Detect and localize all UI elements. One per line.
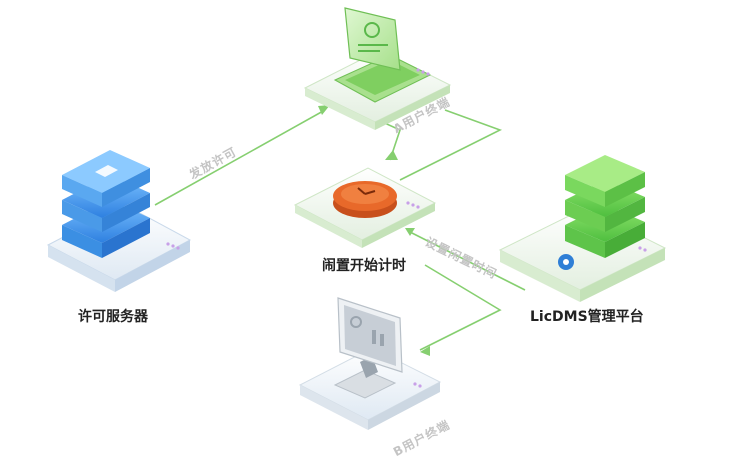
laptop-screen-line-2 — [358, 50, 380, 52]
licdms-led-1 — [638, 246, 642, 250]
desktop-screen-bar-2 — [380, 334, 384, 346]
arrow-to-timer — [385, 150, 398, 160]
server-led-2 — [171, 244, 175, 248]
laptop-keyboard — [345, 60, 420, 95]
licdms-led-2 — [643, 248, 647, 252]
timer-platform-side-left — [295, 205, 362, 248]
licdms-platform-side-right — [580, 248, 665, 302]
license-server-label: 许可服务器 — [78, 309, 148, 325]
edge-user-a-return — [399, 109, 503, 181]
licdms-layer-3-side — [565, 225, 605, 258]
licdms-layer-2-side2 — [605, 197, 645, 232]
timer-led-3 — [416, 205, 420, 209]
laptop-platform-side-right — [375, 85, 450, 130]
gear-icon-center — [563, 259, 569, 265]
desktop-platform-side-left — [300, 385, 368, 430]
server-platform-side-right — [115, 240, 190, 292]
edge-set-idle — [409, 231, 526, 291]
server-led-1 — [166, 242, 170, 246]
timer-led-2 — [411, 203, 415, 207]
server-layer-2-side2 — [102, 193, 150, 232]
licdms-layer-1 — [565, 155, 645, 192]
timer-hand-1 — [357, 187, 366, 195]
desktop-keyboard — [333, 369, 397, 399]
server-layer-1-side — [62, 175, 102, 207]
timer-hand-2 — [364, 190, 376, 195]
arrow-heads — [318, 105, 430, 356]
laptop-led-1 — [416, 68, 420, 72]
licdms-node — [498, 155, 667, 302]
laptop-screen-line-1 — [358, 44, 388, 46]
arrow-to-laptop — [318, 105, 330, 115]
licdms-layer-1-side — [565, 175, 605, 207]
server-layer-3-side — [62, 225, 102, 258]
licdms-label: LicDMS管理平台 — [530, 309, 644, 325]
edge-issue-license — [154, 109, 326, 206]
timer-node — [293, 167, 437, 248]
arrow-to-timer-from-licdms — [405, 228, 415, 236]
laptop-led-3 — [426, 72, 430, 76]
timer-label: 闹置开始计时 — [322, 258, 406, 274]
edge-user-b — [419, 264, 502, 351]
desktop-screen-bar-1 — [372, 330, 376, 344]
desktop-screen-chart — [350, 316, 362, 328]
desktop-node — [298, 297, 442, 430]
timer-platform-side-right — [362, 203, 435, 248]
license-server-node — [46, 150, 192, 292]
licdms-layer-2-side — [565, 200, 605, 232]
desktop-screen — [344, 305, 396, 366]
server-document-icon — [95, 165, 118, 177]
desktop-platform-side-right — [368, 382, 440, 430]
laptop-platform-side-left — [305, 88, 375, 130]
server-layer-3-side2 — [102, 218, 150, 258]
server-led-3 — [176, 246, 180, 250]
server-layer-2-side — [62, 200, 102, 232]
server-layer-1-side2 — [102, 168, 150, 207]
licdms-platform-side-left — [500, 250, 580, 302]
desktop-led-2 — [418, 384, 422, 388]
laptop-led-2 — [421, 70, 425, 74]
desktop-led-1 — [413, 382, 417, 386]
laptop-screen — [344, 7, 401, 71]
licdms-layer-3-side2 — [605, 222, 645, 258]
arrow-to-desktop — [420, 346, 430, 356]
licdms-layer-1-side2 — [605, 172, 645, 207]
laptop-node — [303, 7, 452, 130]
laptop-screen-chart — [364, 22, 380, 38]
timer-led-1 — [406, 201, 410, 205]
server-platform-side-left — [48, 245, 115, 292]
